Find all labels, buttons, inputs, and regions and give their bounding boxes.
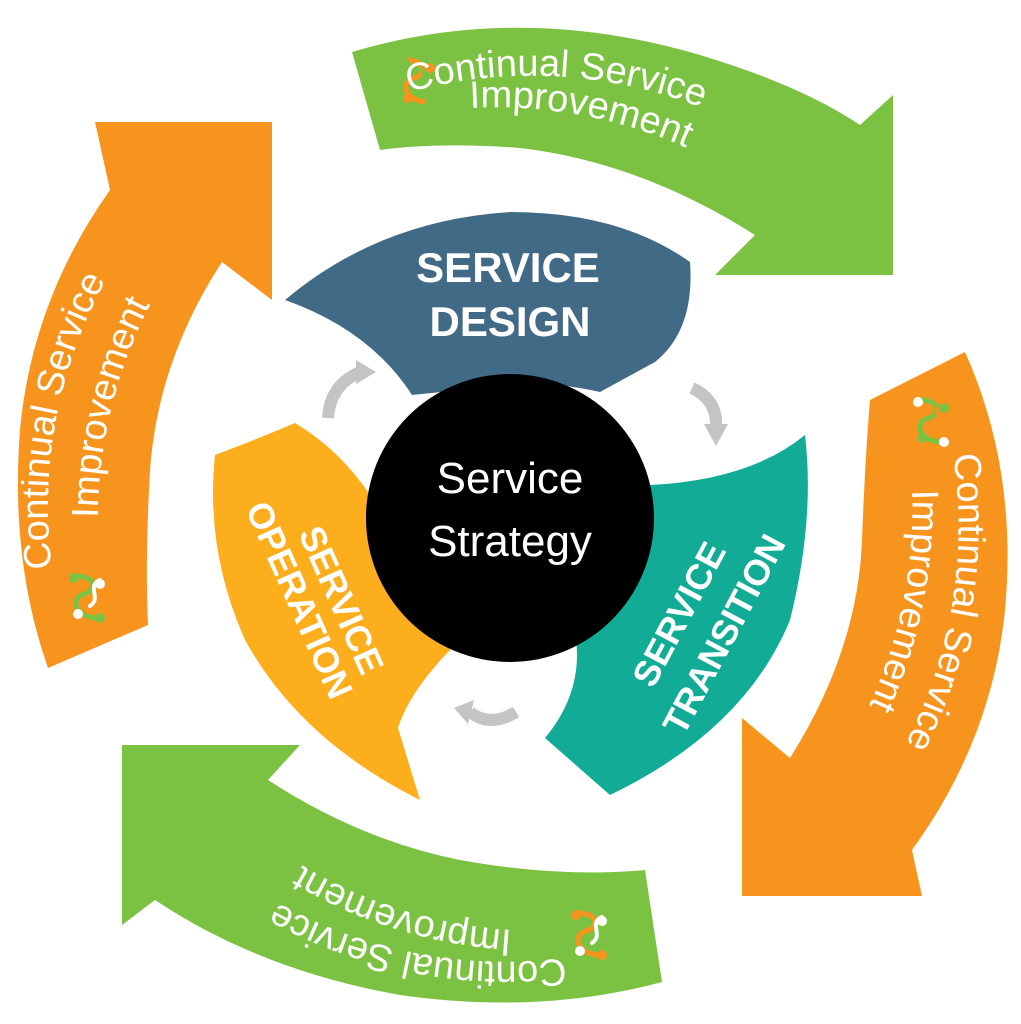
process-logo	[571, 910, 607, 960]
design-line-2: DESIGN	[429, 298, 590, 345]
cycle-arrows	[322, 360, 728, 726]
blade-shape	[285, 212, 691, 395]
arrow-shape	[742, 352, 1008, 896]
center-circle	[366, 374, 654, 662]
service-strategy-center: Service Strategy	[366, 374, 654, 662]
center-line-2: Strategy	[428, 517, 592, 566]
bottom-improvement-arrow: Continual Service Improvement	[122, 745, 662, 1003]
small-arrow-bottom	[454, 700, 520, 726]
process-logo	[913, 397, 949, 447]
small-arrow-top-right	[689, 382, 728, 446]
design-line-1: SERVICE	[416, 244, 600, 291]
small-arrow-top-left	[322, 360, 376, 419]
arrow-shape	[122, 745, 662, 1003]
service-operation-blade: SERVICE OPERATION	[213, 423, 455, 800]
center-line-1: Service	[437, 454, 584, 503]
blade-shape	[545, 435, 808, 795]
right-improvement-arrow: Continual Service Improvement	[742, 352, 1008, 896]
arrow-shape	[352, 27, 893, 276]
blade-shape	[213, 423, 455, 800]
process-logo	[399, 57, 435, 107]
service-design-blade: SERVICE DESIGN	[285, 212, 691, 395]
top-improvement-arrow: Continual Service Improvement	[352, 27, 893, 276]
process-logo	[69, 573, 105, 623]
arrow-shape	[17, 122, 272, 668]
